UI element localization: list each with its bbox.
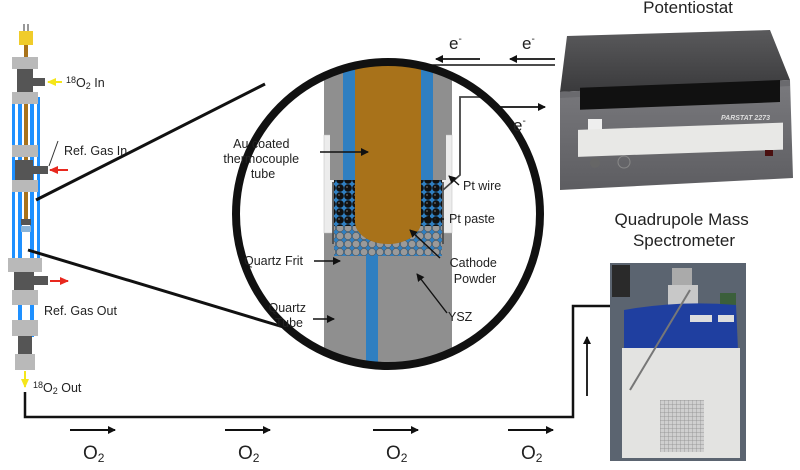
electron-label-3: e- bbox=[513, 116, 526, 135]
zoom-line-top bbox=[35, 82, 266, 202]
potentiostat-front-panel bbox=[578, 122, 783, 157]
tee-fitting bbox=[17, 69, 33, 93]
fitting bbox=[12, 320, 38, 336]
o2-flow-label: O2 bbox=[238, 443, 260, 465]
potentiostat-display bbox=[765, 150, 773, 156]
potentiostat-logo bbox=[588, 119, 602, 131]
fitting bbox=[12, 92, 38, 104]
fitting bbox=[12, 290, 38, 305]
potentiostat-title: Potentiostat bbox=[643, 0, 733, 17]
reactor-assembly bbox=[8, 24, 69, 388]
fitting bbox=[8, 258, 42, 272]
cathode-powder-leader bbox=[409, 229, 441, 259]
bottom-gas-channel bbox=[366, 256, 378, 366]
pt-paste-label: Pt paste bbox=[449, 212, 495, 226]
mass-spec-title: Quadrupole Mass Spectrometer bbox=[615, 210, 754, 250]
thermocouple-pin bbox=[23, 24, 25, 32]
fitting bbox=[12, 57, 38, 69]
au-thermocouple-tube bbox=[355, 62, 421, 244]
potentiostat-device: PARSTAT 2273 bbox=[560, 30, 793, 190]
sample-region bbox=[21, 219, 31, 225]
inset-circle-border bbox=[232, 58, 544, 370]
pt-wire-leader bbox=[448, 175, 460, 186]
cathode-powder-label: Cathode Powder bbox=[450, 256, 501, 286]
o2-flow-label: O2 bbox=[386, 443, 408, 465]
o2-flow-arrows: O2 O2 O2 O2 bbox=[70, 426, 554, 465]
tee-fitting bbox=[15, 160, 33, 180]
potentiostat-label-panel bbox=[580, 80, 780, 110]
electron-flow: e- e- e- bbox=[372, 34, 555, 135]
fitting bbox=[12, 145, 38, 157]
ysz-label: YSZ bbox=[448, 310, 473, 324]
mass-spectrometer-device bbox=[610, 263, 746, 461]
quartz-frit-label: Quartz Frit bbox=[244, 254, 304, 268]
tee-fitting bbox=[14, 272, 34, 292]
fitting bbox=[15, 354, 35, 370]
fitting bbox=[12, 180, 38, 192]
potentiostat-dial bbox=[617, 155, 631, 169]
zoom-line-bottom bbox=[27, 248, 301, 334]
ref-gas-in-leader bbox=[48, 140, 59, 167]
thermocouple-rod bbox=[24, 45, 28, 223]
thermocouple-pin bbox=[27, 24, 29, 32]
o2-flow-label: O2 bbox=[83, 443, 105, 465]
power-button bbox=[590, 158, 600, 168]
electron-label-2: e- bbox=[522, 34, 535, 53]
mass-spec-vent bbox=[660, 400, 704, 452]
thermocouple-connector bbox=[19, 31, 33, 45]
pt-wire-label: Pt wire bbox=[463, 179, 501, 193]
quartz-tube-label: Quartz Tube bbox=[269, 301, 310, 330]
inset-labels: Au coated thermocouple tube Quartz Frit … bbox=[223, 137, 501, 330]
inset-cross-section bbox=[236, 62, 540, 366]
mass-spec-blue-housing bbox=[624, 303, 738, 350]
o2-out-label: 18O2 Out bbox=[33, 380, 82, 396]
ref-gas-out-label: Ref. Gas Out bbox=[44, 304, 117, 318]
ref-gas-in-label: Ref. Gas In bbox=[64, 144, 127, 158]
gas-line bbox=[23, 304, 610, 419]
electron-label-1: e- bbox=[449, 34, 462, 53]
ysz-leader bbox=[416, 273, 448, 314]
potentiostat-model: PARSTAT 2273 bbox=[721, 115, 770, 122]
au-tube-label: Au coated thermocouple tube bbox=[223, 137, 302, 181]
o2-in-label: 18O2 In bbox=[66, 75, 105, 91]
o2-flow-label: O2 bbox=[521, 443, 543, 465]
